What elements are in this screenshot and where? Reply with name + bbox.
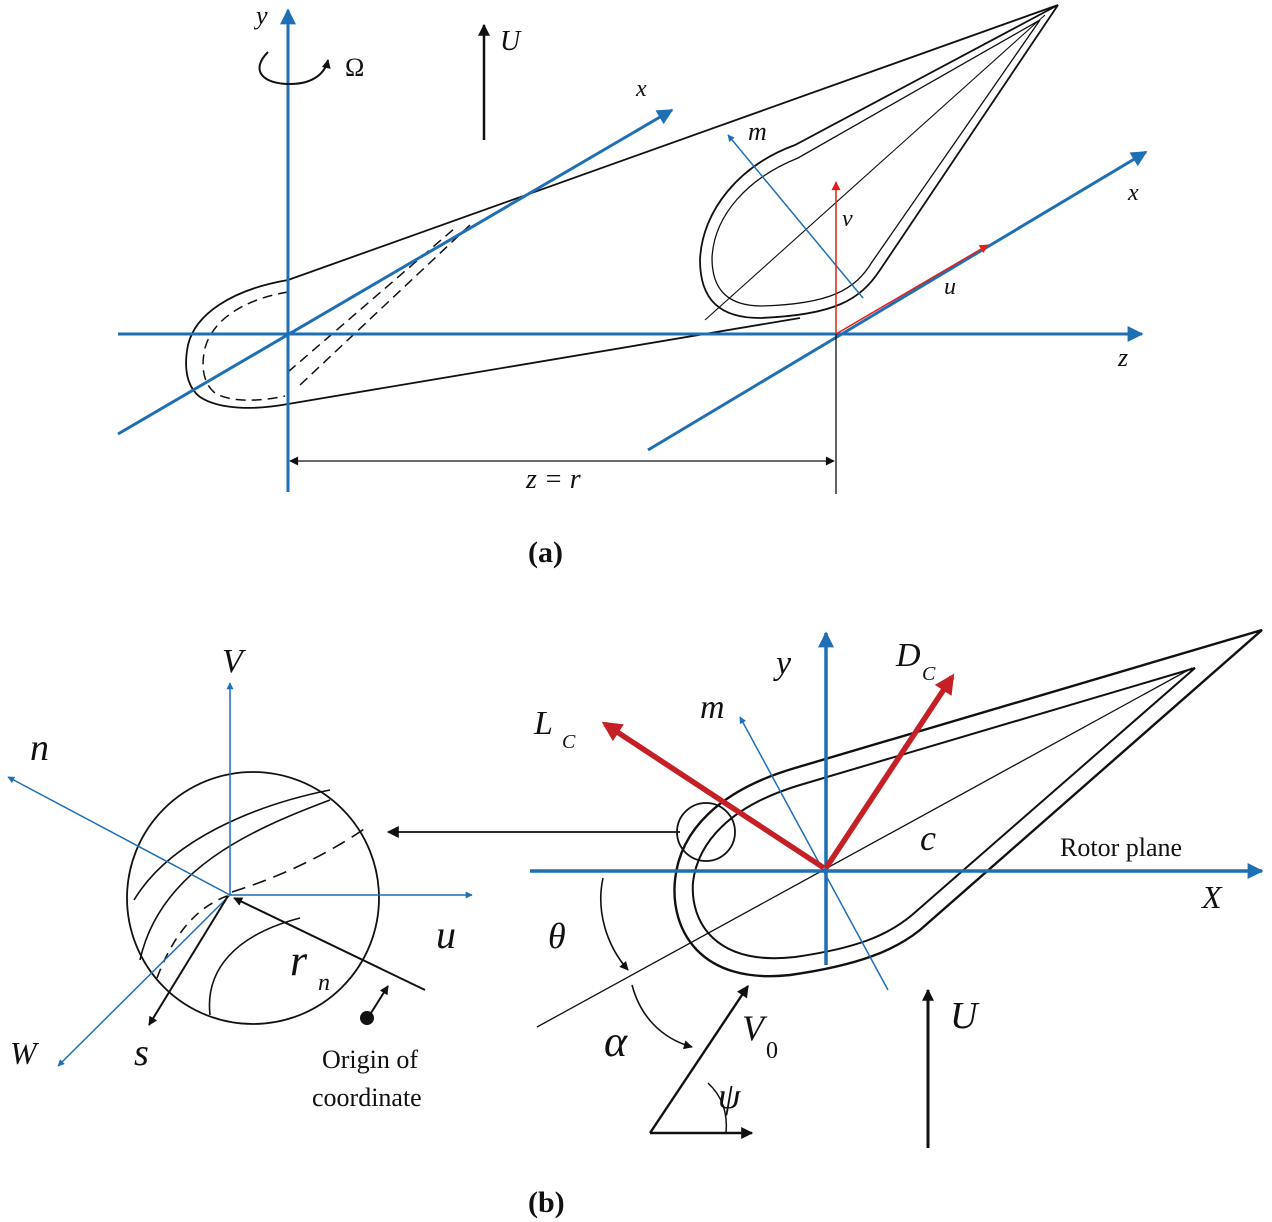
label-rotor-plane: Rotor plane [1060, 833, 1182, 862]
label-z-a: z [1117, 343, 1128, 372]
label-r-subscript: n [318, 970, 330, 996]
origin-dot [360, 1011, 374, 1025]
V0-arrow [649, 985, 749, 1134]
label-n: n [30, 727, 49, 769]
s-arrow [148, 895, 229, 1026]
psi-arc [707, 1082, 728, 1134]
rotation-arrow [258, 51, 331, 86]
panel-b: V n u W s r n Origin of coordinate y D C… [7, 628, 1264, 1219]
label-X: X [1200, 879, 1223, 915]
panel-a: y Ω U x m v x u z z = r (a) [117, 1, 1148, 569]
lift-force-arrow [601, 721, 826, 871]
m-axis-a [727, 134, 864, 299]
label-V: V [222, 643, 247, 680]
label-alpha: α [604, 1017, 628, 1066]
label-U-a: U [500, 26, 522, 57]
label-m-a: m [748, 117, 767, 146]
drag-force-arrow [823, 673, 955, 870]
label-m-b: m [700, 689, 725, 726]
n-axis [7, 776, 231, 896]
x-axis-right-a [647, 150, 1148, 452]
label-u-a: u [944, 274, 956, 300]
label-L: L [533, 705, 553, 742]
origin-label-line2: coordinate [312, 1083, 422, 1112]
label-V0: V [742, 1008, 768, 1048]
label-y-b: y [773, 645, 792, 682]
dimension-z-r [289, 334, 837, 494]
origin-label-line1: Origin of [322, 1045, 418, 1074]
label-U-b: U [950, 995, 980, 1037]
label-theta: θ [548, 916, 566, 956]
label-D-subscript: C [922, 663, 936, 685]
label-L-subscript: C [562, 731, 576, 753]
u-velocity-arrow [835, 244, 989, 335]
label-s: s [134, 1032, 149, 1074]
origin-pointer-arrow [370, 985, 389, 1014]
caption-b: (b) [528, 1186, 565, 1219]
x-axis-left-a [117, 108, 674, 436]
label-V0-subscript: 0 [766, 1038, 778, 1064]
rn-radius-arrow [233, 897, 426, 991]
m-axis-b [739, 716, 889, 991]
label-psi: ψ [718, 1076, 741, 1116]
label-x-left-a: x [635, 76, 647, 102]
label-omega: Ω [345, 53, 364, 82]
label-v-a: v [842, 206, 853, 232]
leading-edge-detail [7, 682, 680, 1067]
detail-circle [126, 771, 380, 1025]
blade-outline-a [185, 4, 1059, 409]
caption-a: (a) [528, 536, 563, 569]
velocity-triangle [649, 985, 754, 1139]
label-y-a: y [253, 1, 268, 30]
label-D: D [895, 637, 921, 674]
label-x-right-a: x [1127, 180, 1139, 206]
blade-section-b [536, 628, 1263, 1028]
theta-arc [600, 877, 629, 971]
leading-edge-circle [676, 802, 736, 862]
W-axis [57, 894, 231, 1067]
label-r: r [290, 936, 308, 985]
axes-a [117, 8, 1148, 492]
label-W: W [10, 1035, 40, 1071]
label-u-b: u [436, 912, 456, 957]
alpha-arc [631, 984, 693, 1050]
label-c: c [920, 818, 936, 858]
label-z-eq-r: z = r [525, 464, 581, 495]
